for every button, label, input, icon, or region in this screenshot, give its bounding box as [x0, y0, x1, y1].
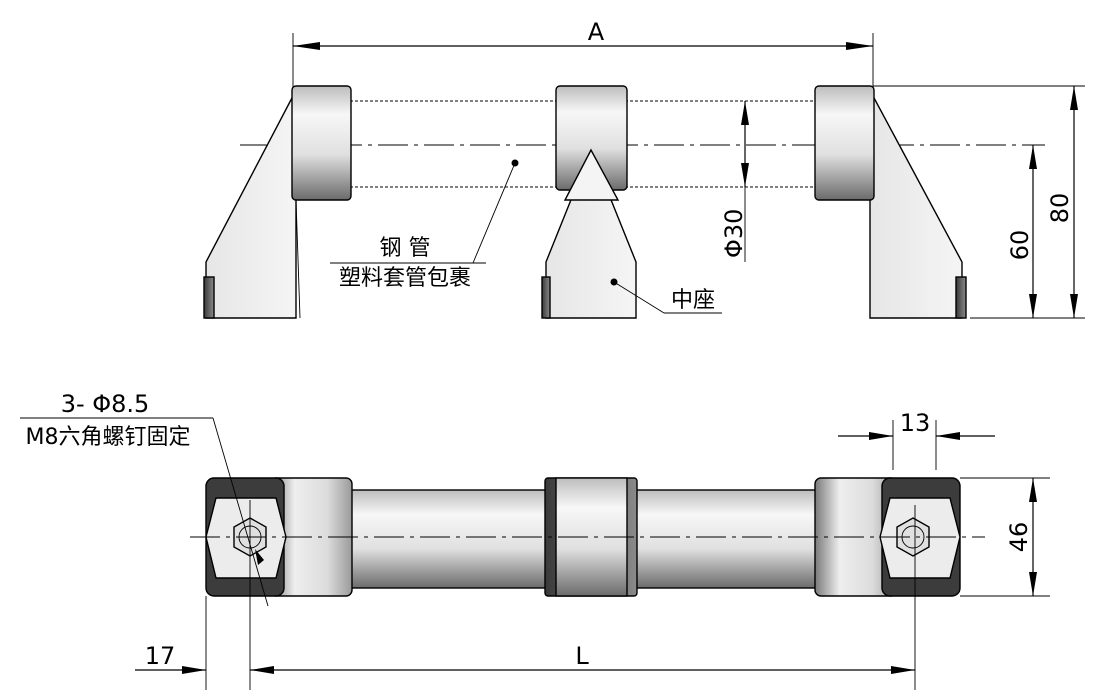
dim-60-label: 60	[1006, 230, 1034, 261]
plastic-sleeve-label: 塑料套管包裹	[339, 266, 471, 291]
steel-tube-label: 钢 管	[380, 236, 431, 261]
left-leg	[203, 85, 352, 319]
dim-80-label: 80	[1046, 193, 1074, 224]
dim-17-label: 17	[145, 642, 176, 670]
center-base-label: 中座	[671, 288, 715, 313]
dim-13-label: 13	[900, 409, 931, 437]
screw-spec-label: M8六角螺钉固定	[26, 425, 191, 450]
center-base	[541, 85, 637, 319]
dim-phi30-label: Φ30	[720, 209, 748, 258]
top-view: 3- Φ8.5 M8六角螺钉固定 13 46 17 L	[20, 390, 1050, 690]
dim-l-label: L	[575, 642, 589, 670]
hole-spec-label: 3- Φ8.5	[61, 390, 150, 418]
dim-a-label: A	[588, 18, 605, 46]
right-leg	[814, 85, 967, 319]
front-view: A Φ30	[203, 18, 1085, 319]
dim-46-label: 46	[1005, 522, 1033, 553]
